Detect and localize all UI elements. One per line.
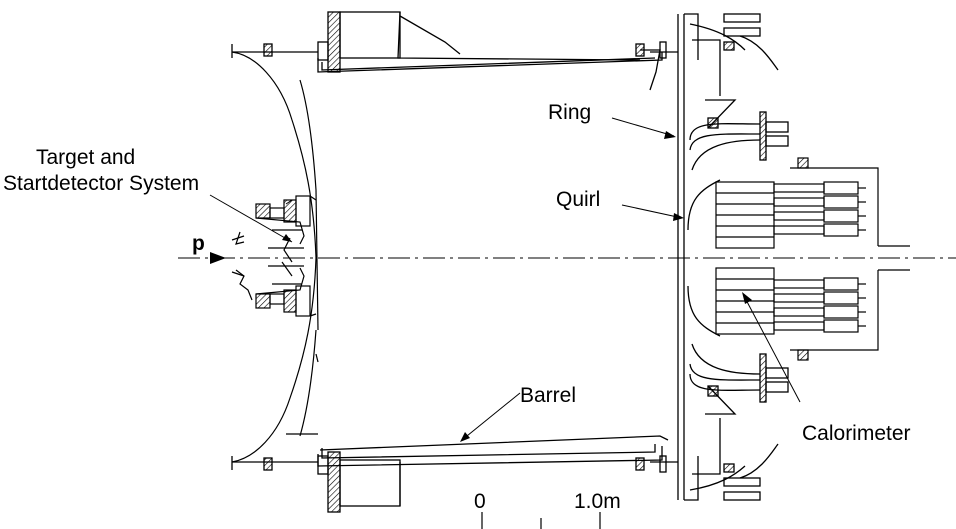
target-assembly [231,195,317,317]
rear-structure [677,13,789,501]
leader-lines [209,117,801,442]
scale-label-zero: 0 [474,490,486,513]
scale-label-one: 1.0m [574,490,621,513]
scale-bar [481,512,601,529]
beam-label: p [192,232,205,255]
calorimeter [715,157,910,361]
label-target-line1: Target and [36,146,135,169]
beam-arrow [210,252,226,264]
barrel-top [231,11,678,91]
label-quirl: Quirl [556,188,600,211]
outer-shell [231,51,319,463]
label-target-line2: Startdetector System [3,172,199,195]
label-calorimeter: Calorimeter [802,422,911,445]
barrel-bottom [231,433,678,513]
label-barrel: Barrel [520,384,576,407]
label-ring: Ring [548,101,591,124]
